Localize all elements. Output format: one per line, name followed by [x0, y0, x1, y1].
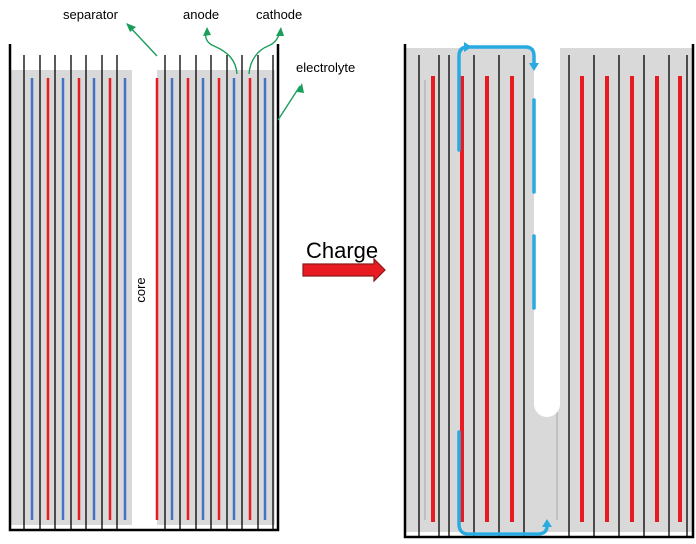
- left-container-wall: [8, 44, 280, 532]
- cathode-pointer-arrow: [248, 30, 281, 75]
- right-cell-after-charge: [403, 40, 695, 539]
- current-arrowhead-top-right: [529, 63, 539, 71]
- cathode-pointer-head: [276, 27, 284, 36]
- electrolyte-fill-right: [405, 48, 693, 532]
- right-electrode-stack: [418, 55, 688, 537]
- charge-arrow-shape: [302, 257, 386, 283]
- core-void: [534, 40, 560, 417]
- electrolyte-pointer-arrow: [277, 85, 301, 121]
- left-cell-before-charge: core: [8, 40, 280, 532]
- label-pointers: separator anode cathode electrolyte: [63, 7, 355, 121]
- right-container-wall: [403, 44, 695, 539]
- separator-label: separator: [63, 7, 119, 22]
- electrolyte-pointer-head: [297, 83, 304, 93]
- charge-arrow: Charge: [302, 238, 386, 283]
- anode-pointer-head: [203, 27, 211, 36]
- electrolyte-fill-left-b: [157, 70, 275, 525]
- anode-label: anode: [183, 7, 219, 22]
- separator-pointer-arrow: [127, 24, 158, 57]
- electrolyte-label: electrolyte: [296, 60, 355, 75]
- current-path-bottom: [457, 430, 549, 536]
- cathode-label: cathode: [256, 7, 302, 22]
- separator-pointer-head: [126, 23, 136, 32]
- current-arrowhead-top-left: [464, 42, 472, 52]
- charge-label: Charge: [306, 238, 378, 263]
- current-arrowhead-bottom: [542, 519, 552, 527]
- left-electrode-stack: [23, 55, 274, 530]
- current-path: [457, 45, 549, 536]
- current-path-top: [457, 45, 536, 152]
- core-label: core: [133, 277, 148, 302]
- core-gap: [134, 40, 154, 528]
